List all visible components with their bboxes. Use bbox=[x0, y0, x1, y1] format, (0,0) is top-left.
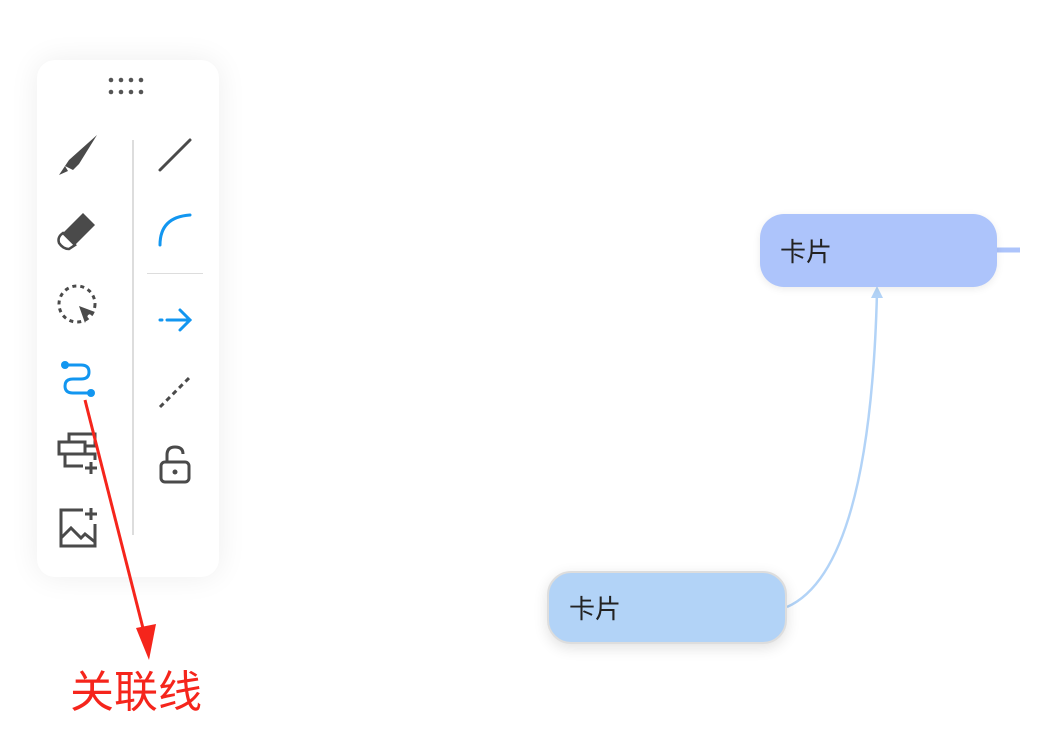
topic-card-top[interactable]: 卡片 bbox=[760, 214, 997, 287]
drawing-toolbar bbox=[37, 60, 219, 577]
arrow-line-icon[interactable] bbox=[151, 296, 199, 344]
annotation-arrow-head bbox=[136, 624, 156, 660]
selection-corner bbox=[748, 612, 795, 654]
card-label: 卡片 bbox=[780, 238, 833, 268]
annotation-label: 关联线 bbox=[70, 667, 202, 718]
dashed-line-icon[interactable] bbox=[151, 368, 199, 416]
toolbar-divider bbox=[147, 273, 203, 274]
relation-line bbox=[786, 291, 879, 609]
card-label: 卡片 bbox=[569, 595, 622, 625]
annotation-arrow bbox=[83, 399, 148, 641]
drag-handle-icon[interactable] bbox=[102, 70, 150, 100]
curve-line-icon[interactable] bbox=[151, 206, 199, 254]
add-image-icon[interactable] bbox=[54, 503, 102, 551]
arrow-head bbox=[871, 286, 883, 298]
lasso-select-icon[interactable] bbox=[54, 281, 102, 329]
eraser-icon[interactable] bbox=[54, 206, 102, 254]
straight-line-icon[interactable] bbox=[151, 131, 199, 179]
pen-icon[interactable] bbox=[54, 131, 102, 179]
toolbar-divider bbox=[132, 140, 134, 535]
relation-line-icon[interactable] bbox=[54, 356, 102, 404]
unlock-icon[interactable] bbox=[151, 441, 199, 489]
topic-card-bottom[interactable]: 卡片 bbox=[547, 571, 787, 644]
